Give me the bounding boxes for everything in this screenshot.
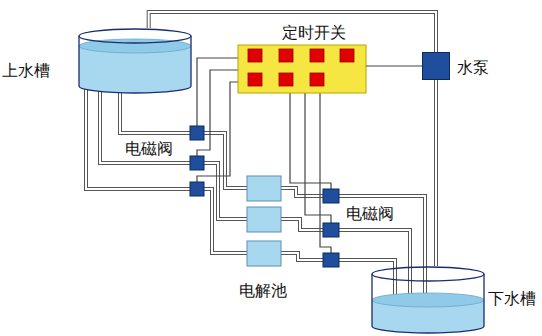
tank-wall bbox=[79, 36, 191, 93]
connector-line bbox=[366, 65, 422, 66]
connector-line bbox=[435, 80, 437, 266]
solenoid-valve bbox=[323, 189, 339, 203]
electrolytic-cell bbox=[247, 176, 281, 201]
timer-button bbox=[310, 73, 324, 86]
tank-outline bbox=[371, 266, 485, 334]
node-label: 水泵 bbox=[457, 59, 489, 77]
node-label: 定时开关 bbox=[282, 24, 346, 42]
timer-button bbox=[279, 49, 293, 62]
timer-switch: 定时开关 bbox=[238, 45, 366, 93]
pipe-inner bbox=[86, 88, 425, 302]
part-label: 电磁阀 bbox=[124, 140, 174, 158]
timer-box bbox=[238, 45, 366, 93]
timer-button bbox=[310, 49, 324, 62]
tank-rim bbox=[79, 29, 191, 43]
timer-button bbox=[248, 73, 262, 86]
connector-line bbox=[149, 12, 436, 52]
timer-button bbox=[279, 73, 293, 86]
electrolytic-cell bbox=[247, 241, 281, 266]
solenoid-valve bbox=[190, 126, 204, 140]
solenoid-valve bbox=[323, 253, 339, 267]
water-pump: 水泵 bbox=[422, 52, 450, 80]
timer-button bbox=[340, 49, 354, 62]
solenoid-valve bbox=[190, 156, 204, 170]
connector-line bbox=[149, 12, 436, 52]
timer-button bbox=[248, 49, 262, 62]
water-surface bbox=[372, 293, 484, 307]
electrolytic-cell bbox=[247, 207, 281, 232]
control-wire bbox=[197, 58, 238, 126]
tank-wall bbox=[372, 274, 484, 333]
control-wire bbox=[197, 70, 238, 156]
node-label: 上水槽 bbox=[2, 62, 50, 80]
pipe-outline bbox=[86, 88, 425, 302]
tank-rim bbox=[372, 267, 484, 281]
control-wire bbox=[290, 93, 331, 189]
control-wire bbox=[366, 66, 422, 67]
part-label: 电解池 bbox=[238, 282, 288, 300]
solenoid-valve bbox=[190, 182, 204, 196]
water-pipe bbox=[436, 80, 437, 266]
connector-line bbox=[434, 80, 438, 266]
water-tank: 下水槽 bbox=[371, 266, 485, 334]
solenoid-valve bbox=[323, 223, 339, 237]
tank-outline bbox=[78, 28, 192, 94]
node-label: 下水槽 bbox=[488, 290, 536, 308]
water-pipe bbox=[149, 12, 436, 52]
part-label: 电磁阀 bbox=[345, 205, 395, 223]
water-tank: 上水槽 bbox=[78, 28, 192, 94]
